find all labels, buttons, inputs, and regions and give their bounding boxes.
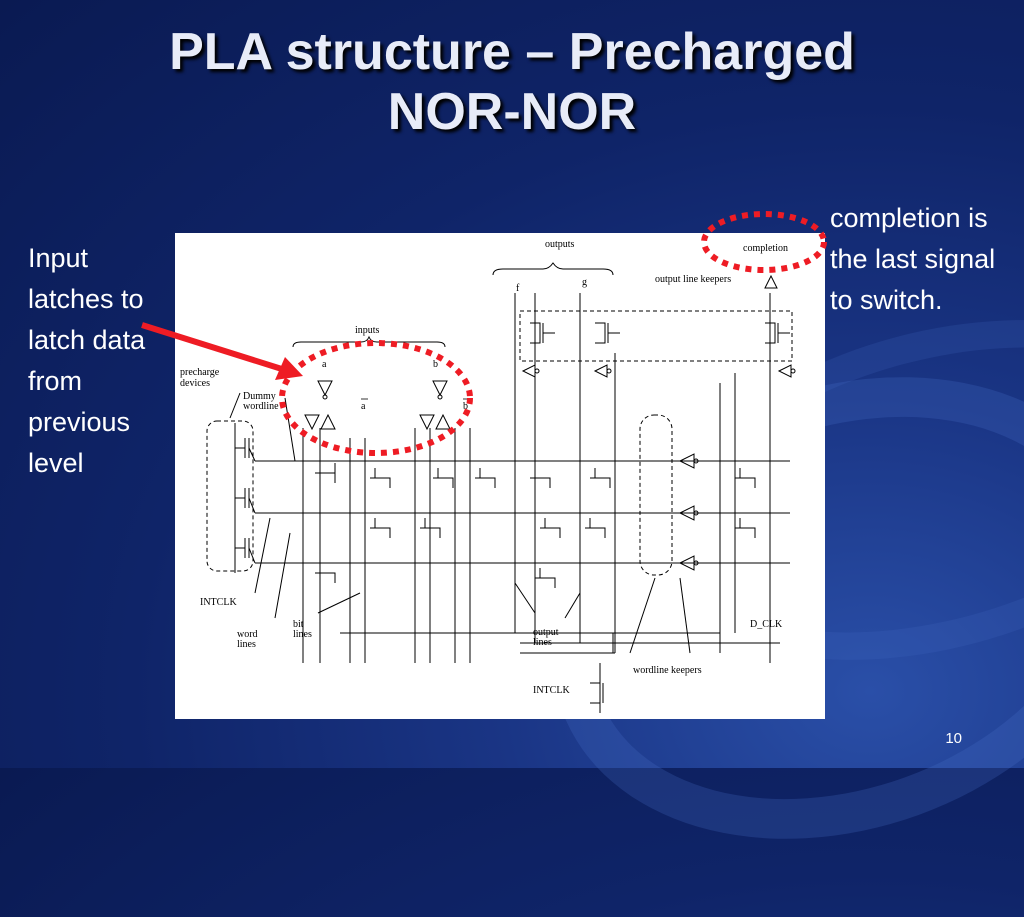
pla-circuit-schematic: outputs completion output line keepers f… bbox=[180, 239, 796, 713]
input-latch-highlight-circle bbox=[279, 340, 473, 456]
completion-highlight-circle bbox=[701, 211, 827, 273]
g-label: g bbox=[582, 277, 587, 288]
slide-title: PLA structure – Precharged NOR-NOR bbox=[0, 22, 1024, 142]
outputs-label: outputs bbox=[545, 239, 575, 250]
highlight-overlay bbox=[141, 211, 827, 456]
output-line-keepers-label: output line keepers bbox=[655, 274, 731, 285]
red-arrow-head bbox=[275, 357, 303, 380]
b-label: b bbox=[433, 359, 438, 370]
d-clk-label: D_CLK bbox=[750, 619, 783, 630]
a-label: a bbox=[322, 359, 327, 370]
right-annotation: completion is the last signal to switch. bbox=[830, 203, 996, 315]
b-bar-label: b bbox=[463, 401, 468, 412]
pla-circuit-figure: outputs completion output line keepers f… bbox=[175, 233, 825, 719]
a-bar-label: a bbox=[361, 401, 366, 412]
page-number: 10 bbox=[945, 730, 962, 747]
wordline-keepers-label: wordline keepers bbox=[633, 665, 702, 676]
f-label: f bbox=[516, 283, 520, 294]
completion-label: completion bbox=[743, 243, 788, 254]
intclk-label: INTCLK bbox=[200, 597, 237, 608]
intclk-bottom-label: INTCLK bbox=[533, 685, 570, 696]
inputs-label: inputs bbox=[355, 325, 380, 336]
slide-title-text: PLA structure – Precharged NOR-NOR bbox=[169, 23, 855, 141]
left-annotation: Input latches to latch data from previou… bbox=[28, 243, 146, 478]
red-arrow-shaft bbox=[141, 322, 286, 373]
